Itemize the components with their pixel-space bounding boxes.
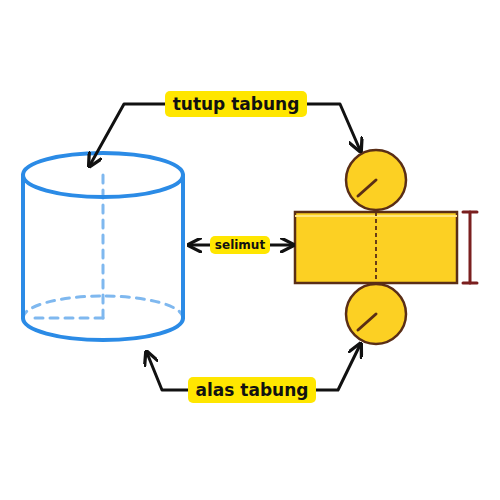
cylinder [23, 153, 183, 340]
label-box: alas tabung [188, 377, 317, 403]
label-text: tutup tabung [173, 94, 300, 114]
height-marker [463, 212, 477, 283]
label-text: alas tabung [196, 380, 309, 400]
cylinder-net [295, 150, 457, 344]
label-box: tutup tabung [165, 91, 308, 117]
label-box: selimut [210, 236, 270, 254]
leader-arrows [90, 104, 360, 390]
label-text: selimut [215, 238, 265, 252]
